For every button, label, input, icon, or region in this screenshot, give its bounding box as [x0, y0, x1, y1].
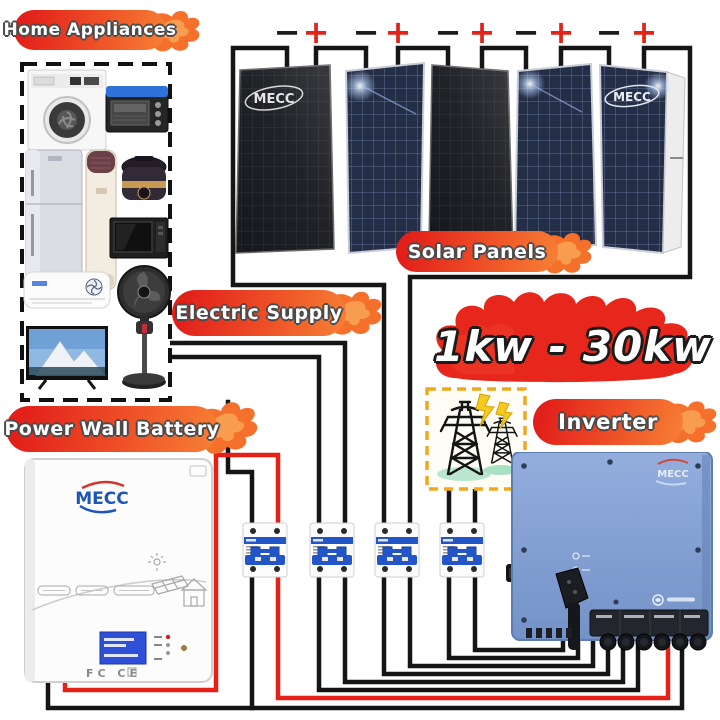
- battery-lcd-display: [99, 631, 147, 665]
- wall-ac-image: [23, 271, 111, 309]
- aux-connectors: [526, 628, 572, 638]
- inverter-sub-logo: [652, 594, 695, 606]
- washing-machine-image: [27, 69, 107, 151]
- power-wall-battery-unit: MECC FC CE: [24, 458, 213, 683]
- solar-panel-1: MECC: [235, 64, 335, 254]
- terminal-block: [526, 609, 709, 651]
- polarity-minus: −: [512, 13, 540, 51]
- power-range-flame: 1kw - 30kw: [428, 286, 718, 393]
- bottom-wire: [446, 568, 581, 661]
- polarity-plus: +: [468, 13, 496, 51]
- brand-logo: MECC: [75, 480, 129, 514]
- rice-cooker-image: [121, 156, 167, 200]
- polarity-minus: −: [352, 13, 380, 51]
- ground-ellipse: [484, 465, 518, 475]
- panel-link-wire: [313, 45, 369, 73]
- circuit-breaker: [242, 522, 288, 578]
- circuit-breaker: [374, 522, 420, 578]
- svg-text:MECC: MECC: [254, 92, 295, 107]
- svg-text:MECC: MECC: [75, 489, 128, 509]
- power-wall-battery-label: Power Wall Battery: [4, 398, 261, 459]
- brand-logo: MECC: [655, 458, 689, 486]
- red-bottom-wire: [275, 568, 671, 701]
- bottom-wire: [472, 568, 566, 653]
- certification-marks: FC CE: [86, 667, 141, 680]
- stand-fan-image: [117, 265, 171, 389]
- microwave-image: [109, 217, 169, 259]
- cable-glands: [599, 633, 707, 651]
- electric-towers-box: [425, 387, 527, 491]
- polarity-plus: +: [302, 13, 330, 51]
- circuit-breakers: [242, 522, 485, 578]
- feature-badges: [37, 585, 155, 596]
- polarity-plus: +: [384, 13, 412, 51]
- circuit-breaker: [309, 522, 355, 578]
- home-appliances-box: [20, 62, 172, 402]
- panel-link-wire: [395, 45, 451, 73]
- svg-text:MECC: MECC: [657, 469, 688, 480]
- house-solar-art: [148, 553, 208, 607]
- battery-black-wire: [45, 627, 685, 711]
- refrigerator-image: [25, 149, 83, 291]
- appliance-wire: [167, 354, 322, 534]
- panel-link-wire: [558, 45, 612, 73]
- toaster-oven-image: [105, 86, 169, 133]
- ground-ellipse: [437, 467, 491, 481]
- solar-panel-4: [513, 62, 598, 254]
- keyhole: [181, 645, 187, 651]
- inverter-unit: MECC: [506, 452, 713, 651]
- svg-text:MECC: MECC: [613, 90, 651, 104]
- battery-red-wire: [62, 452, 281, 693]
- power-range-text: 1kw - 30kw: [434, 322, 712, 371]
- appliance-wire: [167, 340, 348, 534]
- solar-panel-5: MECC: [598, 63, 686, 255]
- lightning-bolt-icon: [495, 401, 513, 430]
- polarity-minus: −: [273, 13, 301, 51]
- lightning-bolt-icon: [475, 393, 495, 427]
- bottom-wire: [381, 568, 611, 677]
- polarity-plus: +: [630, 13, 658, 51]
- polarity-plus: +: [547, 13, 575, 51]
- indicator-lights: [154, 634, 171, 660]
- polarity-minus: −: [434, 13, 462, 51]
- bottom-wire: [316, 568, 641, 693]
- solar-panels-label: Solar Panels: [396, 231, 592, 274]
- solar-string-right-wire: [407, 45, 693, 534]
- inverter-label: Inverter: [533, 399, 717, 445]
- electric-supply-label: Electric Supply: [172, 290, 382, 336]
- cert-mark-extra: [127, 667, 137, 677]
- home-appliances-label: Home Appliances: [3, 10, 200, 52]
- solar-panel-array: MECC MECC: [235, 62, 686, 255]
- circuit-breaker: [439, 522, 485, 578]
- polarity-minus: −: [595, 13, 623, 51]
- television-image: [26, 326, 108, 390]
- bottom-wire: [407, 568, 596, 669]
- solar-panel-3: [428, 64, 514, 252]
- bottom-wire: [342, 568, 626, 685]
- solar-string-left-wire: [230, 45, 387, 534]
- solar-panel-2: [344, 62, 426, 255]
- panel-link-wire: [479, 45, 529, 73]
